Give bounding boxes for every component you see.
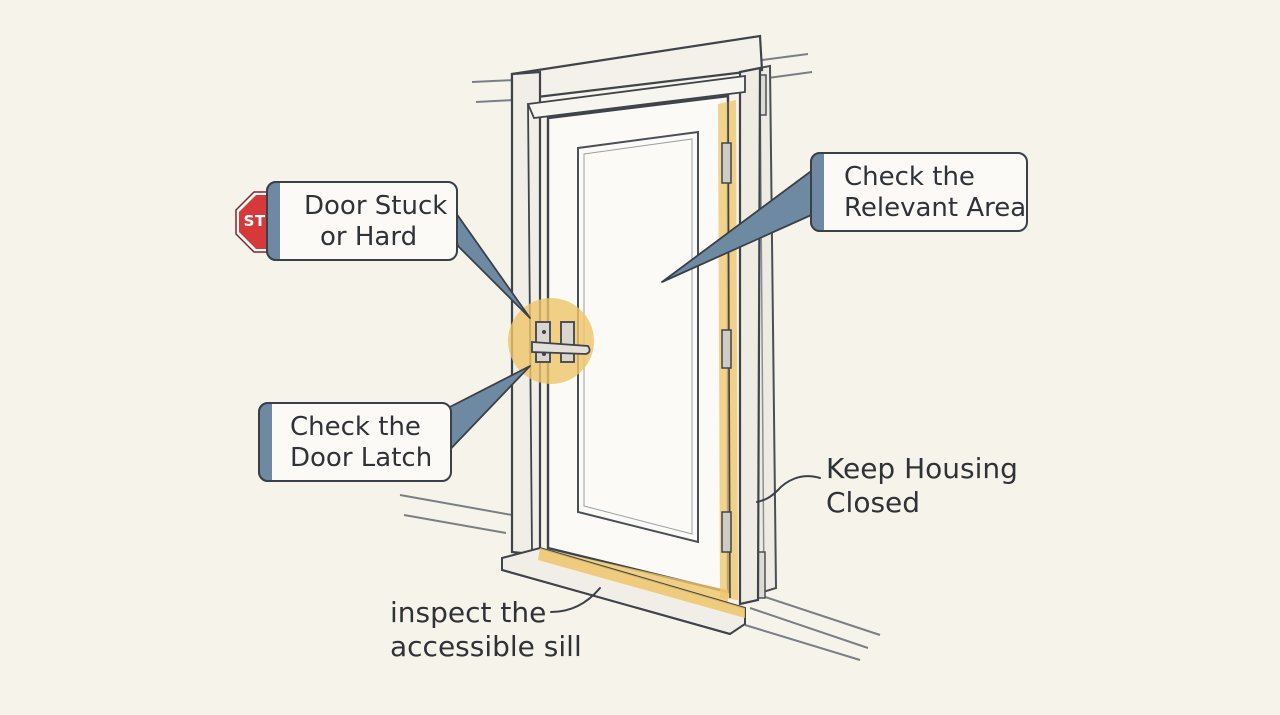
callout-tab <box>810 152 824 232</box>
wall-lines <box>399 53 881 661</box>
leader-lines <box>550 475 821 613</box>
label-sill-line1: inspect the <box>390 596 547 629</box>
callout-door-latch-line1: Check the <box>290 412 421 442</box>
door-latch-hardware <box>531 321 591 363</box>
label-keep-housing-closed: Keep Housing Closed <box>826 452 1018 520</box>
callout-door-stuck-line1: Door Stuck <box>304 191 448 221</box>
label-inspect-sill: inspect the accessible sill <box>390 596 582 664</box>
callout-relevant-area-line1: Check the <box>844 162 975 192</box>
callout-door-stuck: Door Stuck or Hard <box>266 181 458 261</box>
callout-door-latch-line2: Door Latch <box>290 443 433 473</box>
label-housing-line1: Keep Housing <box>826 452 1018 485</box>
hinges <box>721 142 732 553</box>
door-leaf <box>546 94 730 594</box>
callout-tab <box>266 181 280 261</box>
callout-pointers <box>439 165 819 461</box>
callout-relevant-area: Check the Relevant Area <box>810 152 1028 232</box>
label-sill-line2: accessible sill <box>390 630 582 663</box>
label-housing-line2: Closed <box>826 486 921 519</box>
callout-door-latch: Check the Door Latch <box>258 402 452 482</box>
callout-tab <box>258 402 272 482</box>
callout-door-stuck-line2: or Hard <box>320 222 418 252</box>
callout-relevant-area-line2: Relevant Area <box>844 193 1027 223</box>
sill <box>501 546 746 636</box>
